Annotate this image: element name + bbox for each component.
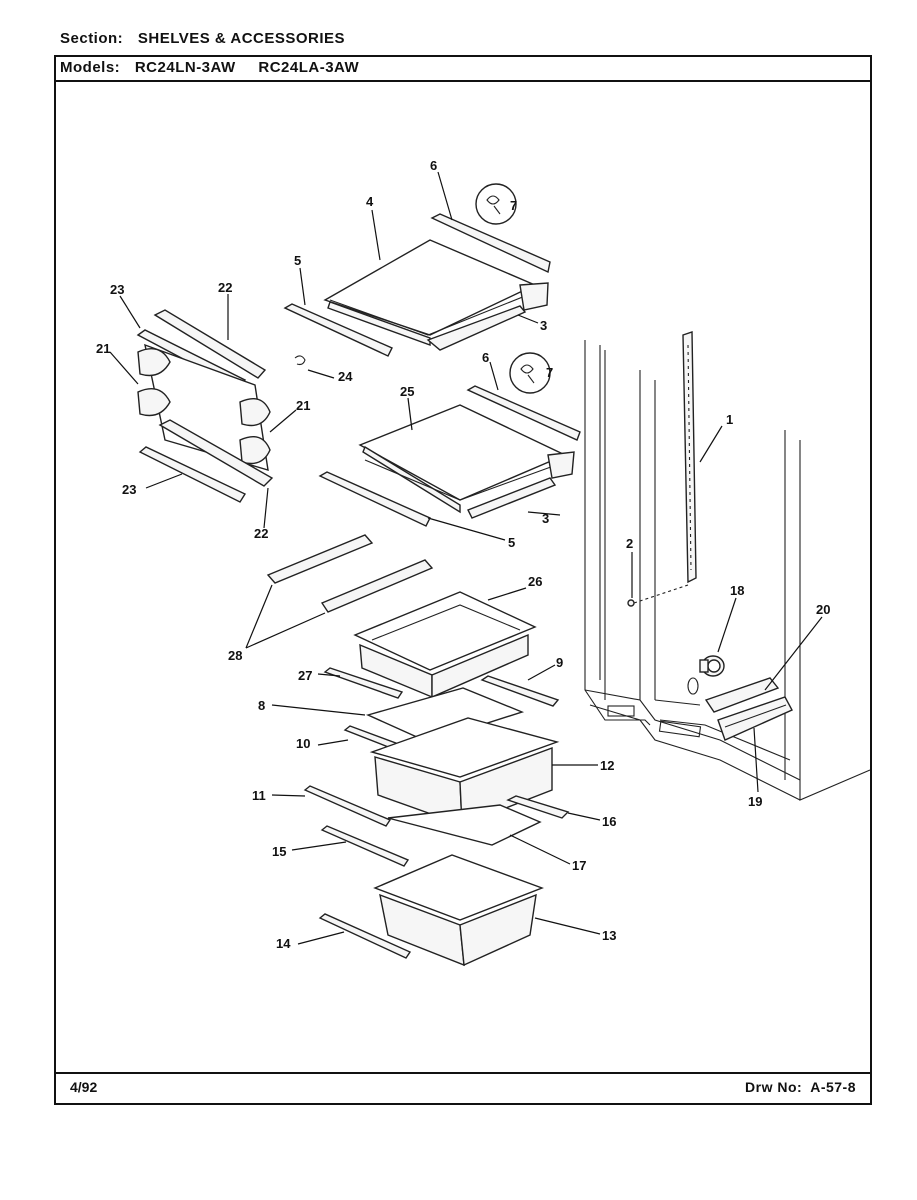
part-6-shelf-trim-lower	[466, 385, 581, 441]
part-21-rack-cradle-right	[239, 398, 271, 427]
callout-5: 5	[508, 535, 515, 550]
model-number: RC24LA-3AW	[258, 59, 360, 76]
section-label: Section:	[60, 30, 124, 47]
part-8-crisper-cover-glass	[365, 687, 525, 743]
part-5-shelf-trim-upper	[283, 303, 393, 357]
callout-20: 20	[816, 602, 830, 617]
callout-5: 5	[294, 253, 301, 268]
callout-2: 2	[626, 536, 633, 551]
callout-6: 6	[482, 350, 489, 365]
header-divider	[56, 80, 870, 82]
callout-10: 10	[296, 736, 310, 751]
callout-21: 21	[296, 398, 310, 413]
part-12-crisper-drawer	[369, 717, 560, 827]
part-6-shelf-trim-upper	[430, 213, 551, 274]
callout-19: 19	[748, 794, 762, 809]
part-20-control-bracket	[704, 677, 780, 713]
leader-lines	[109, 171, 823, 945]
callout-13: 13	[602, 928, 616, 943]
section-heading: Section: SHELVES & ACCESSORIES	[60, 30, 345, 47]
drawing-number: Drw No: A-57-8	[745, 1079, 856, 1095]
models-heading: Models: RC24LN-3AW RC24LA-3AW	[60, 59, 377, 76]
drawing-number-value: A-57-8	[810, 1079, 856, 1095]
callout-21: 21	[96, 341, 110, 356]
callout-4: 4	[366, 194, 374, 209]
callout-23: 23	[110, 282, 124, 297]
wine-rack-assembly	[136, 309, 274, 503]
callout-22: 22	[254, 526, 268, 541]
part-22-rack-rail-bottom	[158, 419, 274, 487]
part-23-rack-bar-bottom	[138, 446, 247, 503]
drawing-frame: 4/92 Drw No: A-57-8	[54, 55, 872, 1105]
part-1-shelf-ladder	[682, 331, 697, 584]
part-28-drawer-rail-lower	[320, 559, 434, 613]
part-11-drawer-slide	[303, 785, 392, 827]
part-7-shelf-clip-lower	[509, 352, 551, 394]
part-24-clip	[294, 355, 306, 366]
callout-18: 18	[730, 583, 744, 598]
callout-17: 17	[572, 858, 586, 873]
callout-25: 25	[400, 384, 414, 399]
part-2-screw	[627, 599, 635, 607]
part-16-drawer-track	[506, 795, 570, 819]
callout-7: 7	[510, 198, 517, 213]
callout-8: 8	[258, 698, 265, 713]
cabinet-liner	[584, 340, 871, 801]
drawing-number-label: Drw No:	[745, 1079, 803, 1095]
callout-28: 28	[228, 648, 242, 663]
models-label: Models:	[60, 59, 121, 76]
callout-12: 12	[600, 758, 614, 773]
part-18-control-knob	[699, 655, 725, 677]
callout-22: 22	[218, 280, 232, 295]
callout-9: 9	[556, 655, 563, 670]
part-7-shelf-clip-upper	[475, 183, 517, 225]
callout-7: 7	[546, 365, 553, 380]
footer-divider	[56, 1072, 870, 1074]
callout-1: 1	[726, 412, 733, 427]
section-title: SHELVES & ACCESSORIES	[137, 30, 346, 47]
part-14-drawer-slide	[318, 913, 412, 959]
callout-15: 15	[272, 844, 286, 859]
callout-11: 11	[252, 788, 266, 803]
part-3-shelf-frame-middle	[364, 451, 575, 519]
callout-23: 23	[122, 482, 136, 497]
callout-26: 26	[528, 574, 542, 589]
callout-6: 6	[430, 158, 437, 173]
part-15-drawer-slide	[320, 825, 410, 867]
part-26-meat-drawer	[353, 591, 537, 699]
part-27-drawer-slide	[323, 667, 404, 699]
part-9-drawer-slide	[480, 675, 560, 707]
callout-3: 3	[540, 318, 547, 333]
part-28-drawer-rail-upper	[266, 534, 374, 584]
callout-16: 16	[602, 814, 616, 829]
model-number: RC24LN-3AW	[134, 59, 236, 76]
part-17-drawer-cover	[387, 804, 542, 846]
part-19-control-housing	[717, 696, 793, 741]
callout-27: 27	[298, 668, 312, 683]
part-13-vegetable-drawer	[373, 854, 544, 967]
callout-labels: 1 2 3 3 4 5 5 6 6 7 7 8 9 10 11 12 13 14…	[96, 158, 830, 951]
part-21-rack-cradle-left	[137, 348, 171, 377]
part-22-rack-rail-top	[153, 309, 267, 379]
callout-24: 24	[338, 369, 353, 384]
drawing-date: 4/92	[70, 1079, 98, 1095]
callout-14: 14	[276, 936, 291, 951]
part-4-glass-shelf-upper	[323, 239, 537, 346]
part-3-shelf-frame-upper	[329, 282, 549, 351]
callout-3: 3	[542, 511, 549, 526]
